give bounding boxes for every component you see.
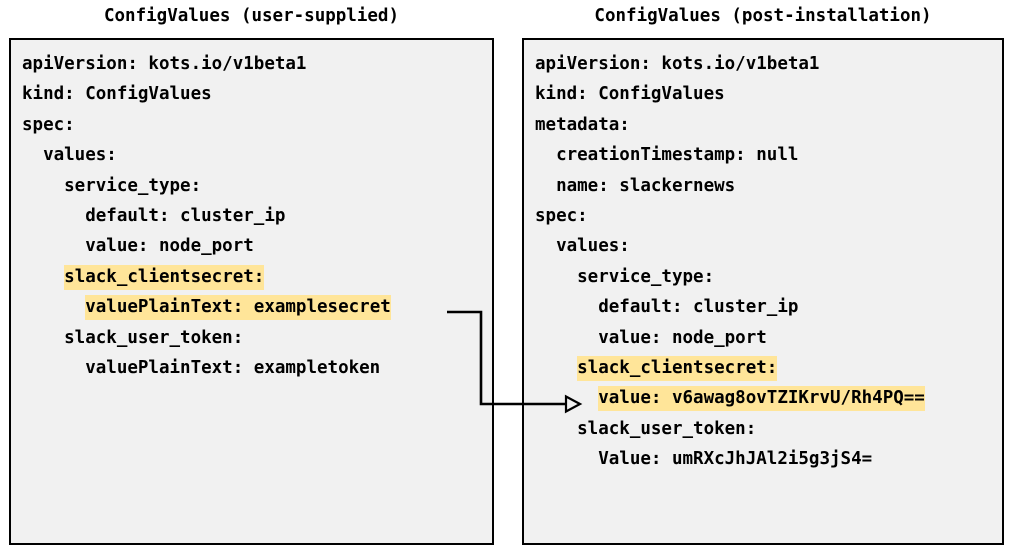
yaml-line: valuePlainText: exampletoken xyxy=(22,353,492,383)
yaml-text: value: node_port xyxy=(22,236,254,257)
yaml-text: service_type: xyxy=(535,266,715,287)
yaml-highlighted-text: slack_clientsecret: xyxy=(577,355,778,381)
yaml-line: value: node_port xyxy=(535,323,1002,353)
yaml-line: kind: ConfigValues xyxy=(22,79,492,109)
right-yaml-content: apiVersion: kots.io/v1beta1 kind: ConfigV… xyxy=(535,49,1002,474)
right-panel-title: ConfigValues (post-installation) xyxy=(594,6,932,26)
yaml-line: service_type: xyxy=(535,262,1002,292)
left-yaml-content: apiVersion: kots.io/v1beta1 kind: ConfigV… xyxy=(22,49,492,383)
yaml-line: kind: ConfigValues xyxy=(535,79,1002,109)
yaml-text: name: slackernews xyxy=(535,175,736,196)
yaml-line: spec: xyxy=(535,201,1002,231)
yaml-text: Value: umRXcJhJAl2i5g3jS4= xyxy=(535,449,873,470)
yaml-line: values: xyxy=(535,231,1002,261)
yaml-text: kind: ConfigValues xyxy=(535,84,725,105)
yaml-line: value: node_port xyxy=(22,231,492,261)
yaml-text: default: cluster_ip xyxy=(22,205,286,226)
yaml-text: metadata: xyxy=(535,114,630,135)
yaml-text: valuePlainText: exampletoken xyxy=(22,357,381,378)
yaml-text: kind: ConfigValues xyxy=(22,84,212,105)
yaml-indent xyxy=(535,386,598,411)
yaml-line: default: cluster_ip xyxy=(535,292,1002,322)
yaml-text: default: cluster_ip xyxy=(535,297,799,318)
left-yaml-box: apiVersion: kots.io/v1beta1 kind: ConfigV… xyxy=(9,38,494,545)
yaml-line: creationTimestamp: null xyxy=(535,140,1002,170)
yaml-line: slack_user_token: xyxy=(535,414,1002,444)
yaml-text: service_type: xyxy=(22,175,202,196)
yaml-line: default: cluster_ip xyxy=(22,201,492,231)
yaml-line: values: xyxy=(22,140,492,170)
yaml-text: creationTimestamp: null xyxy=(535,145,799,166)
yaml-line: valuePlainText: examplesecret xyxy=(22,292,492,322)
right-yaml-box: apiVersion: kots.io/v1beta1 kind: ConfigV… xyxy=(522,38,1004,545)
yaml-highlighted-text: value: v6awag8ovTZIKrvU/Rh4PQ== xyxy=(598,386,925,412)
yaml-text: apiVersion: kots.io/v1beta1 xyxy=(22,54,307,74)
yaml-line: apiVersion: kots.io/v1beta1 xyxy=(22,49,492,79)
yaml-highlighted-text: valuePlainText: examplesecret xyxy=(85,295,391,321)
yaml-line: metadata: xyxy=(535,110,1002,140)
yaml-line: service_type: xyxy=(22,171,492,201)
yaml-line: slack_clientsecret: xyxy=(22,262,492,292)
yaml-line: Value: umRXcJhJAl2i5g3jS4= xyxy=(535,444,1002,474)
yaml-text: slack_user_token: xyxy=(535,418,757,439)
yaml-text: values: xyxy=(22,145,117,166)
yaml-text: slack_user_token: xyxy=(22,327,244,348)
yaml-line: slack_clientsecret: xyxy=(535,353,1002,383)
yaml-text: spec: xyxy=(535,205,588,226)
yaml-line: apiVersion: kots.io/v1beta1 xyxy=(535,49,1002,79)
yaml-line: slack_user_token: xyxy=(22,323,492,353)
left-panel-title: ConfigValues (user-supplied) xyxy=(103,6,399,26)
yaml-line: name: slackernews xyxy=(535,171,1002,201)
yaml-text: apiVersion: kots.io/v1beta1 xyxy=(535,54,820,74)
yaml-indent xyxy=(22,295,85,320)
yaml-line: spec: xyxy=(22,110,492,140)
yaml-text: values: xyxy=(535,236,630,257)
yaml-indent xyxy=(535,356,577,381)
yaml-line: value: v6awag8ovTZIKrvU/Rh4PQ== xyxy=(535,383,1002,413)
yaml-highlighted-text: slack_clientsecret: xyxy=(64,264,265,290)
yaml-text: value: node_port xyxy=(535,327,767,348)
yaml-text: spec: xyxy=(22,114,75,135)
yaml-indent xyxy=(22,265,64,290)
